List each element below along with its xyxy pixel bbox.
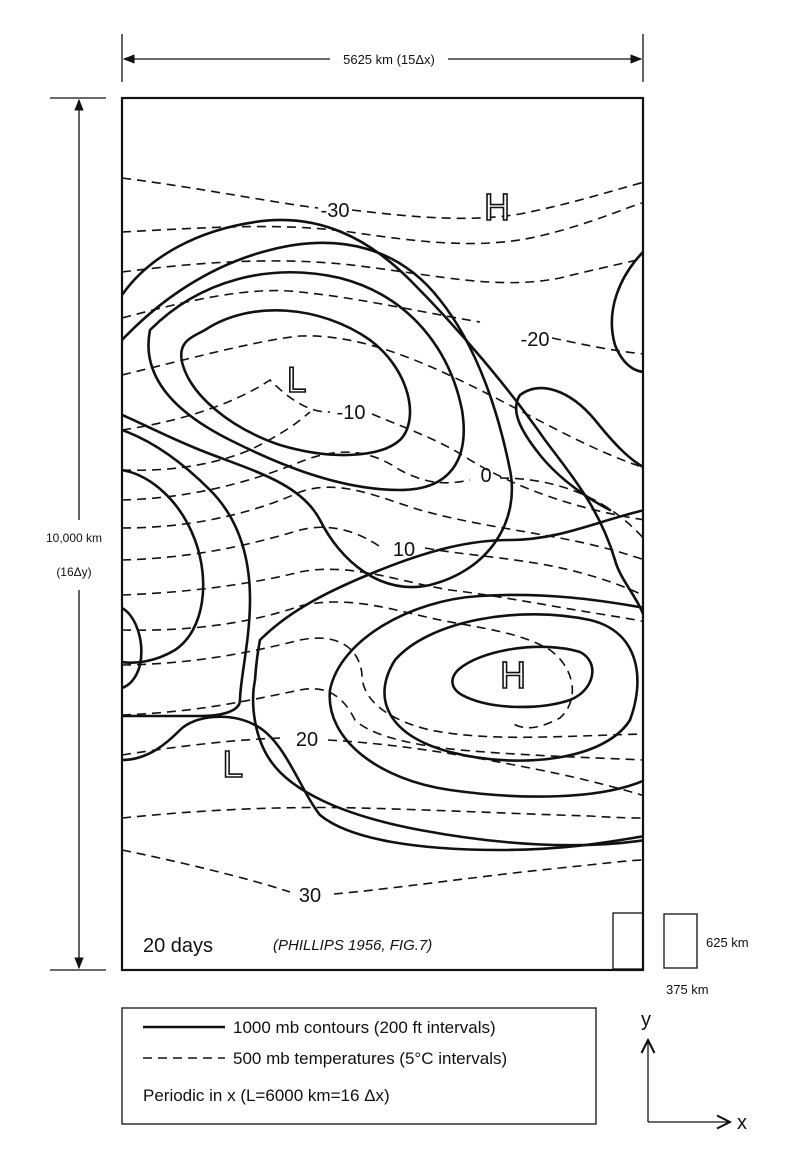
isotherm-label: 20 — [296, 729, 318, 751]
isotherm — [122, 849, 643, 895]
isotherm-label: 0 — [480, 465, 491, 487]
temperature-isotherms — [122, 177, 643, 895]
low-center-south: L — [222, 745, 242, 786]
high-center-north: H — [483, 188, 510, 229]
isotherm — [122, 526, 643, 596]
isotherm-label: 10 — [393, 539, 415, 561]
grid-cell-height: 625 km — [706, 935, 749, 950]
width-label: 5625 km (15Δx) — [343, 52, 435, 67]
grid-cell-width: 375 km — [666, 982, 709, 997]
legend-box — [121, 1007, 597, 1125]
isotherm-labels: -30 -20 -10 0 10 20 30 — [296, 200, 550, 907]
legend: 1000 mb contours (200 ft intervals) 500 … — [121, 1007, 597, 1125]
grid-cell-inside — [612, 912, 643, 970]
isotherm — [122, 737, 643, 797]
isotherm — [122, 601, 574, 729]
legend-solid-label: 1000 mb contours (200 ft intervals) — [233, 1018, 496, 1037]
contour-low-inner — [179, 309, 412, 457]
isotherm — [122, 687, 643, 761]
high-center-south: H — [499, 656, 526, 697]
isotherm — [122, 335, 643, 469]
legend-dashed-label: 500 mb temperatures (5°C intervals) — [233, 1049, 507, 1068]
map-frame — [120, 96, 645, 972]
map-area: -30 -20 -10 0 10 20 30 H L H L 20 days (… — [122, 177, 643, 970]
contour-south — [122, 715, 643, 852]
contour-high-inner — [451, 645, 594, 709]
contour-low-3 — [122, 241, 514, 589]
contour-low-outer — [122, 218, 643, 619]
width-dimension: 5625 km (15Δx) — [121, 34, 644, 82]
grid-cell-box — [663, 913, 698, 969]
contour-east-ridge — [610, 250, 643, 374]
height-label-line1: 10,000 km — [46, 531, 102, 545]
contour-low-2 — [147, 271, 465, 492]
pressure-centers: H L H L — [221, 187, 527, 787]
contour-high-2 — [383, 613, 639, 762]
y-axis-label: y — [641, 1009, 651, 1031]
height-label-line2: (16Δy) — [56, 565, 91, 579]
isotherm-label: -20 — [521, 329, 550, 351]
isotherm-label: -10 — [337, 402, 366, 424]
isotherm — [122, 411, 311, 472]
isotherm — [122, 289, 643, 355]
x-axis-label: x — [737, 1112, 747, 1134]
contour-west-2 — [122, 468, 205, 664]
isotherm — [122, 486, 643, 561]
isotherm-label: -30 — [321, 200, 350, 222]
legend-periodic-label: Periodic in x (L=6000 km=16 Δx) — [143, 1086, 390, 1105]
axes-indicator: y x — [641, 1009, 747, 1134]
pressure-contours — [122, 218, 643, 852]
isotherm — [122, 806, 643, 819]
contour-east-trough — [514, 386, 643, 512]
contour-high-3 — [328, 593, 643, 798]
isotherm — [122, 257, 643, 284]
contour-west-1 — [122, 428, 252, 718]
isotherm — [122, 201, 643, 245]
height-dimension: 10,000 km (16Δy) — [46, 97, 106, 971]
grid-cell-scale: 625 km 375 km — [663, 913, 749, 997]
low-center-north: L — [287, 361, 306, 401]
time-label: 20 days — [143, 935, 213, 957]
isotherm — [122, 177, 643, 220]
contour-west-3 — [122, 606, 143, 690]
citation-label: (PHILLIPS 1956, FIG.7) — [273, 937, 432, 954]
isotherm-label: 30 — [299, 885, 321, 907]
